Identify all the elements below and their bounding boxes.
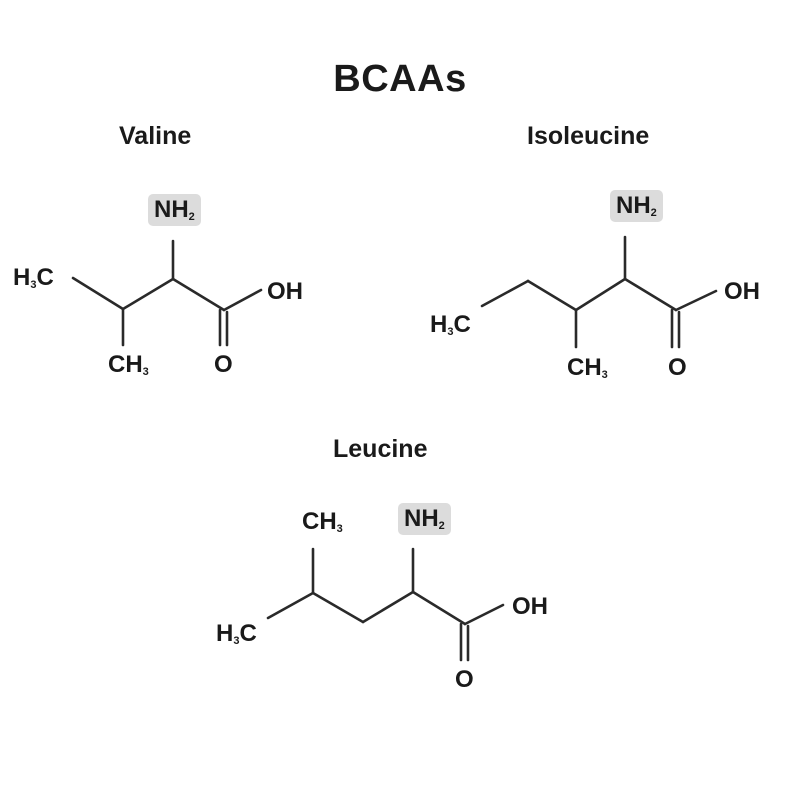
isoleucine-bonds [480, 235, 718, 349]
isoleucine-amine-group: NH2 [610, 190, 663, 222]
isoleucine-carbonyl-oxygen: O [668, 354, 687, 381]
leucine-carbonyl-oxygen: O [455, 666, 474, 693]
leucine-methyl-left: H3C [216, 620, 257, 647]
valine-hydroxyl: OH [267, 278, 303, 305]
valine-methyl-down: CH3 [108, 351, 149, 378]
valine-bonds [71, 239, 263, 347]
isoleucine-hydroxyl: OH [724, 278, 760, 305]
isoleucine-methyl-down: CH3 [567, 354, 608, 381]
valine-amine-group: NH2 [148, 194, 201, 226]
valine-methyl-left: H3C [13, 264, 54, 291]
valine-carbonyl-oxygen: O [214, 351, 233, 378]
valine-name: Valine [119, 122, 192, 150]
isoleucine-name: Isoleucine [527, 122, 650, 150]
isoleucine-methyl-left: H3C [430, 311, 471, 338]
leucine-hydroxyl: OH [512, 593, 548, 620]
leucine-amine-group: NH2 [398, 503, 451, 535]
leucine-methyl-up: CH3 [302, 508, 343, 535]
leucine-name: Leucine [333, 435, 428, 463]
leucine-bonds [266, 547, 505, 662]
diagram-title: BCAAs [333, 58, 467, 100]
